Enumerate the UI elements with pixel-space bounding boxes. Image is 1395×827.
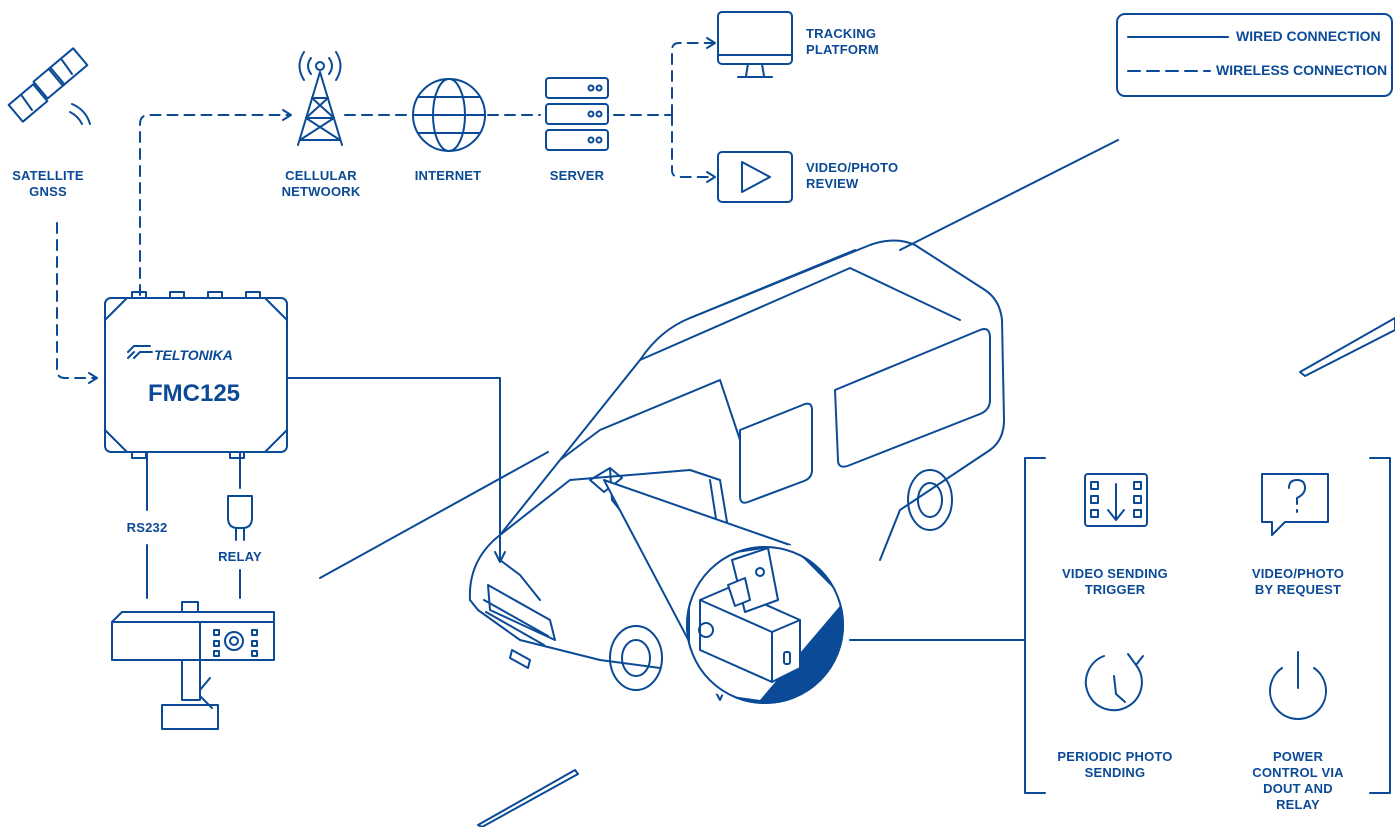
- satellite-label: SATELLITE GNSS: [12, 168, 84, 199]
- features-bracket-left: [1024, 457, 1046, 794]
- camera-zoom-circle: [686, 545, 845, 704]
- relay-plug-icon: [227, 495, 253, 541]
- features-bracket-right: [1369, 457, 1391, 794]
- periodic-photo-icon: [1084, 653, 1144, 712]
- legend-box: [1116, 13, 1393, 97]
- device-brand: TELTONIKA: [154, 347, 233, 363]
- wired-connection-van: [286, 377, 501, 561]
- feature-label-by-request: VIDEO/PHOTO BY REQUEST: [1251, 566, 1345, 597]
- feature-label-periodic-photo: PERIODIC PHOTO SENDING: [1057, 749, 1173, 780]
- road-line-top: [899, 139, 1119, 251]
- cellular-tower-icon: [297, 51, 343, 146]
- feature-label-power-control: POWER CONTROL VIA DOUT AND RELAY: [1252, 749, 1344, 812]
- road-marking-right: [1299, 317, 1395, 377]
- relay-label: RELAY: [218, 549, 262, 564]
- wireless-connections: [56, 42, 715, 379]
- rs232-label: RS232: [126, 520, 168, 535]
- tracking-platform-label: TRACKING PLATFORM: [806, 26, 879, 57]
- satellite-icon: [7, 47, 91, 125]
- feature-label-video-sending: VIDEO SENDING TRIGGER: [1062, 566, 1168, 597]
- internet-globe-icon: [412, 78, 486, 152]
- video-sending-trigger-icon: [1084, 473, 1148, 527]
- video-photo-request-icon: [1261, 473, 1329, 536]
- road-marking-bottom: [477, 769, 579, 827]
- dashcam-device-icon: [111, 601, 275, 730]
- server-icon: [545, 77, 609, 151]
- legend-wireless-label: WIRELESS CONNECTION: [1216, 62, 1388, 78]
- video-player-icon: [717, 151, 793, 203]
- video-review-label: VIDEO/PHOTO REVIEW: [806, 160, 899, 191]
- device-model: FMC125: [148, 380, 241, 407]
- fmc125-device: [104, 291, 288, 459]
- cellular-label: CELLULAR NETWOORK: [281, 168, 361, 199]
- server-label: SERVER: [549, 168, 605, 183]
- power-icon: [1269, 651, 1327, 720]
- legend-wired-label: WIRED CONNECTION: [1236, 28, 1381, 44]
- internet-label: INTERNET: [414, 168, 482, 183]
- monitor-icon: [717, 11, 793, 78]
- road-line-left: [319, 451, 549, 579]
